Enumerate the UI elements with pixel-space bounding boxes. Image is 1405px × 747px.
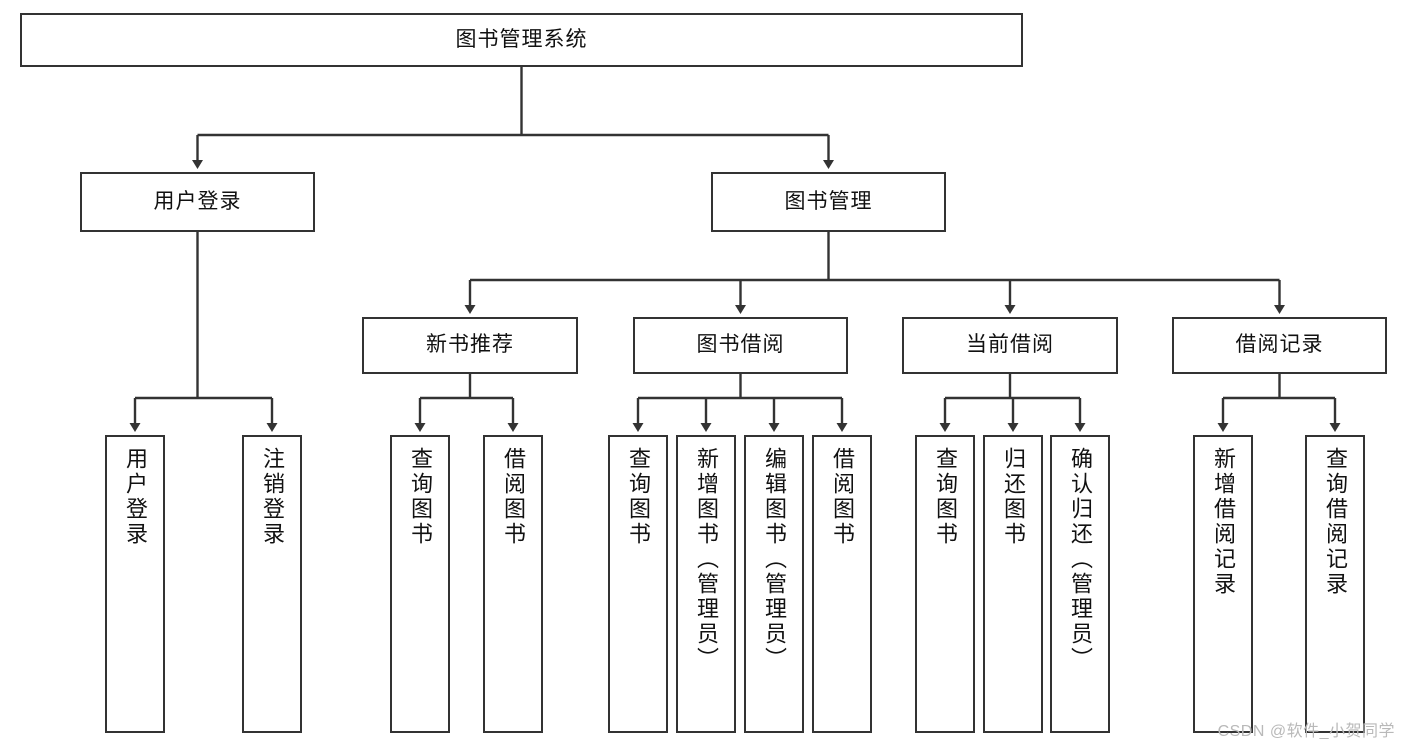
node-label: 图书借阅: [696, 333, 785, 357]
node-leaf-query-book-3[interactable]: 查询图书: [915, 435, 975, 733]
node-book-manage[interactable]: 图书管理: [711, 172, 946, 232]
node-label: 借阅图书: [830, 447, 855, 547]
node-leaf-borrow-book-1[interactable]: 借阅图书: [483, 435, 543, 733]
node-label: 图书管理系统: [455, 27, 588, 51]
node-label: 确认归还（管理员）: [1068, 447, 1093, 672]
node-leaf-confirm-return[interactable]: 确认归还（管理员）: [1050, 435, 1110, 733]
node-label: 新增图书（管理员）: [694, 447, 719, 672]
node-leaf-query-record[interactable]: 查询借阅记录: [1305, 435, 1365, 733]
node-borrow-record[interactable]: 借阅记录: [1172, 317, 1387, 374]
node-label: 查询图书: [933, 447, 958, 547]
node-label: 查询图书: [408, 447, 433, 547]
node-root[interactable]: 图书管理系统: [20, 13, 1023, 67]
node-label: 新书推荐: [426, 333, 514, 357]
node-label: 注销登录: [260, 447, 285, 547]
node-leaf-add-book[interactable]: 新增图书（管理员）: [676, 435, 736, 733]
node-label: 查询图书: [626, 447, 651, 547]
node-label: 新增借阅记录: [1211, 447, 1236, 597]
node-label: 查询借阅记录: [1323, 447, 1348, 597]
node-label: 借阅图书: [501, 447, 526, 547]
csdn-watermark: CSDN @软件_小贺同学: [1217, 723, 1395, 740]
node-label: 借阅记录: [1235, 333, 1324, 357]
node-book-borrow[interactable]: 图书借阅: [633, 317, 848, 374]
node-leaf-query-book-1[interactable]: 查询图书: [390, 435, 450, 733]
node-leaf-user-login[interactable]: 用户登录: [105, 435, 165, 733]
node-label: 用户登录: [153, 189, 242, 213]
node-user-login[interactable]: 用户登录: [80, 172, 315, 232]
node-new-book-rec[interactable]: 新书推荐: [362, 317, 578, 374]
node-leaf-edit-book[interactable]: 编辑图书（管理员）: [744, 435, 804, 733]
node-label: 归还图书: [1001, 447, 1026, 547]
node-label: 用户登录: [123, 447, 148, 547]
node-label: 当前借阅: [966, 333, 1054, 357]
node-current-borrow[interactable]: 当前借阅: [902, 317, 1118, 374]
node-leaf-return-book[interactable]: 归还图书: [983, 435, 1043, 733]
node-leaf-add-record[interactable]: 新增借阅记录: [1193, 435, 1253, 733]
node-leaf-query-book-2[interactable]: 查询图书: [608, 435, 668, 733]
node-leaf-borrow-book-2[interactable]: 借阅图书: [812, 435, 872, 733]
node-label: 编辑图书（管理员）: [762, 447, 787, 672]
node-label: 图书管理: [784, 189, 873, 213]
node-leaf-logout[interactable]: 注销登录: [242, 435, 302, 733]
